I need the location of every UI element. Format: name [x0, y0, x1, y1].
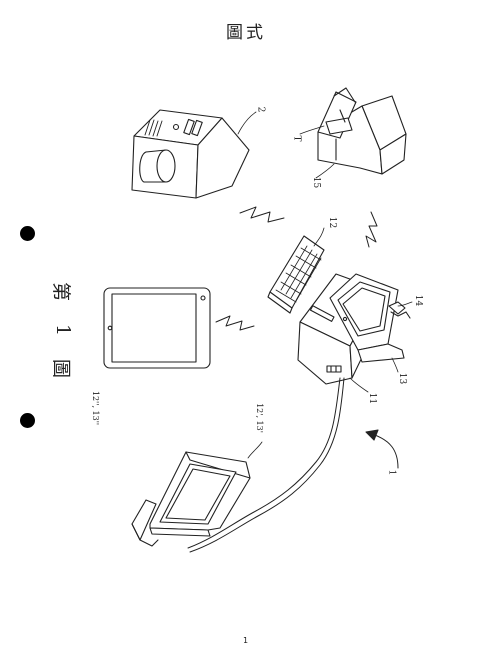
figure-label-char: 圖	[50, 358, 73, 379]
figure-label-char: 第	[50, 281, 73, 302]
ref-label-11: 11	[367, 392, 378, 405]
card-device	[388, 301, 411, 319]
terminal-unit	[187, 273, 411, 553]
ref-label-13: 13	[397, 372, 408, 385]
page-number: 1	[243, 636, 249, 645]
ref-label-tablet: 12'', 13''	[91, 390, 101, 426]
wireless-link-icon	[239, 206, 285, 223]
binding-hole	[20, 413, 35, 428]
ref-label-monitor: 12', 13'	[254, 403, 264, 433]
page-title: 圖式	[226, 23, 266, 43]
ref-label-T: T	[291, 135, 302, 142]
keyboard-keys	[275, 245, 322, 303]
leader-lines	[237, 111, 413, 459]
wireless-link-icon	[365, 211, 378, 248]
binding-hole	[20, 226, 35, 241]
tablet-device	[103, 287, 211, 369]
ref-label-15: 15	[311, 176, 322, 189]
figure-label-char: 1	[52, 323, 74, 337]
card-reader-unit	[317, 87, 407, 175]
server-unit	[131, 109, 250, 199]
ref-label-2: 2	[255, 106, 266, 113]
server-cylinder	[139, 149, 176, 183]
desktop-monitor	[131, 451, 251, 547]
ref-label-14: 14	[413, 294, 424, 307]
ref-label-12: 12	[327, 216, 338, 229]
figure-label: 第 1 圖	[50, 278, 76, 382]
wireless-link-icon	[215, 315, 255, 331]
arrow-icon	[365, 429, 399, 469]
server-vents	[144, 119, 163, 137]
ref-label-1: 1	[386, 469, 397, 476]
keyboard	[267, 235, 325, 314]
